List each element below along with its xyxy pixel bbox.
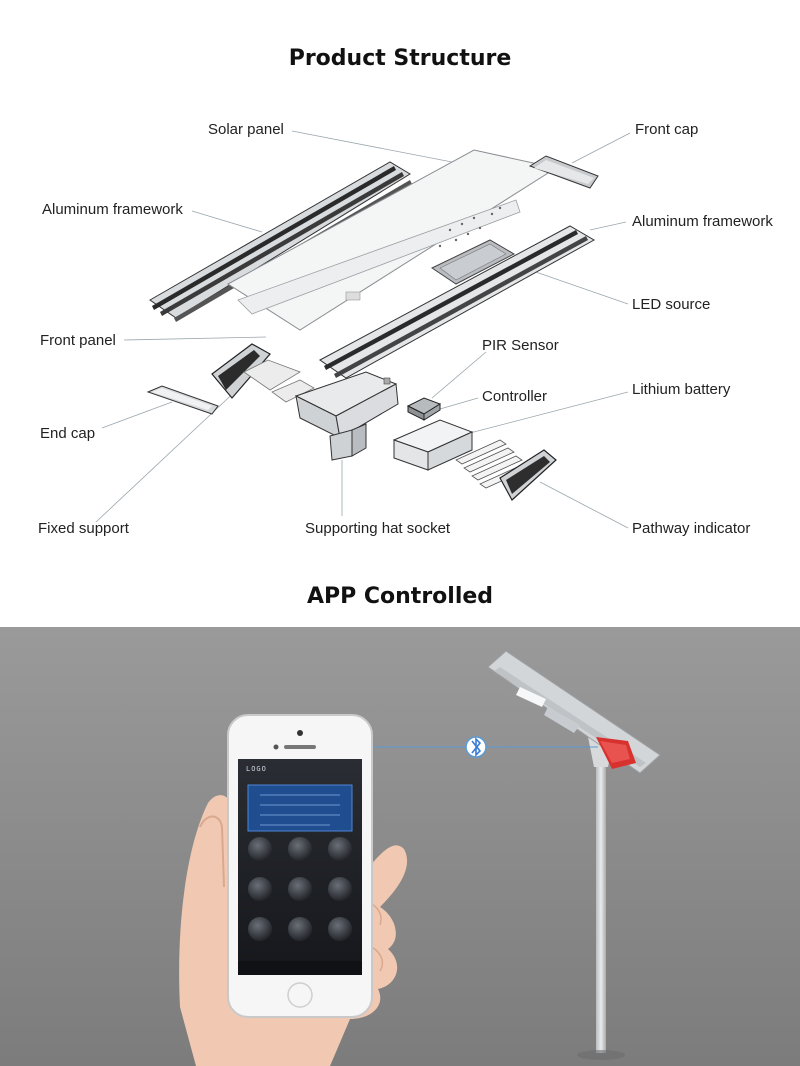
pathway-indicator (499, 449, 557, 501)
front-cap (528, 155, 599, 189)
aluminum-framework-right (319, 225, 596, 379)
lithium-battery (392, 419, 474, 471)
label-supporting-hat-socket: Supporting hat socket (305, 520, 451, 537)
product-structure-title: Product Structure (288, 46, 512, 71)
label-controller: Controller (482, 388, 548, 405)
label-aluminum-framework-left: Aluminum framework (42, 201, 183, 218)
label-end-cap: End cap (40, 425, 96, 442)
label-solar-panel: Solar panel (208, 121, 284, 138)
app-logo-text: LOGO (246, 765, 267, 773)
app-control-buttons (248, 837, 352, 941)
exploded-structure-diagram: Solar panel Front cap Aluminum framework… (38, 121, 773, 537)
label-front-cap: Front cap (635, 121, 699, 138)
smartphone (227, 714, 373, 1018)
app-control-illustration (0, 627, 800, 1066)
label-fixed-support: Fixed support (38, 520, 129, 537)
exploded-view-drawing (95, 130, 631, 529)
pir-sensor-controller (406, 397, 442, 421)
app-control-panel: LOGO (0, 627, 800, 1066)
app-controlled-title: APP Controlled (306, 584, 494, 609)
bluetooth-icon (465, 736, 487, 758)
label-pathway-indicator: Pathway indicator (632, 520, 751, 537)
end-cap (146, 385, 219, 415)
supporting-hat-socket (294, 371, 399, 461)
label-aluminum-framework-right: Aluminum framework (632, 213, 773, 230)
label-pir-sensor: PIR Sensor (482, 337, 559, 354)
label-lithium-battery: Lithium battery (632, 381, 731, 398)
front-panel (211, 343, 315, 403)
label-led-source: LED source (632, 296, 711, 313)
label-front-panel: Front panel (40, 332, 116, 349)
leader-lines (95, 130, 631, 529)
street-light (487, 650, 661, 1060)
led-source (430, 239, 516, 285)
